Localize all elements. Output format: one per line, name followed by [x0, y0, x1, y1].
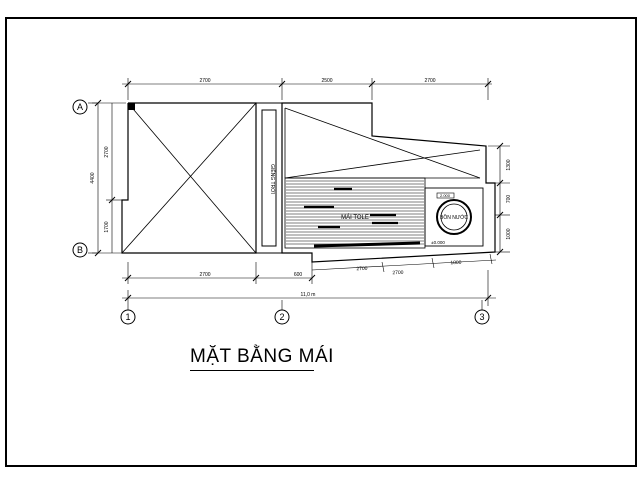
dim-right-3: 1000	[506, 228, 512, 239]
drawing-title: MẶT BẰNG MÁI	[190, 346, 334, 367]
axis-bubble-1: 1	[120, 309, 136, 325]
axis-label-a: A	[77, 102, 83, 112]
skylight-void	[255, 102, 283, 254]
axis-bubble-2: 2	[274, 309, 290, 325]
floor-level-label: ±0.000	[431, 240, 445, 245]
dim-top-3: 2700	[424, 78, 435, 84]
dim-left-2: 1700	[104, 221, 110, 232]
water-tank-label: BỒN NƯỚC	[440, 214, 468, 221]
axis-bubble-b: B	[72, 242, 88, 258]
axis-label-1: 1	[125, 312, 130, 322]
stair-roof-marks	[304, 187, 421, 248]
dim-right-2: 700	[506, 195, 512, 204]
water-tank	[424, 187, 484, 247]
sheet-border	[5, 17, 637, 467]
dim-slope-2: 2700	[392, 270, 404, 277]
dim-top-2: 2500	[321, 78, 332, 84]
dim-slope-3: 1800	[450, 260, 462, 267]
left-roof-block	[121, 102, 257, 254]
dim-bottom-1: 2700	[199, 272, 210, 278]
axis-label-2: 2	[279, 312, 284, 322]
stair-roof-hatch	[286, 180, 424, 245]
axis-bubble-a: A	[72, 99, 88, 115]
axis-label-b: B	[77, 245, 83, 255]
dimension-lines	[92, 78, 510, 306]
dimension-texts: 2700 2500 2700 2700 1700 4400 1300 700 1…	[90, 78, 512, 298]
dim-bottom-2: 600	[294, 272, 303, 278]
dim-bottom-total: 11,0 m	[301, 292, 316, 298]
dim-right-1: 1300	[506, 159, 512, 170]
dimension-ticks	[94, 80, 504, 302]
axis-lines	[88, 102, 483, 310]
dim-slope-1: 2700	[356, 266, 368, 273]
stair-roof-label: MÁI TOLE	[341, 214, 369, 221]
axis-label-3: 3	[479, 312, 484, 322]
dim-left-total: 4400	[90, 172, 96, 183]
drawing-title-underline	[190, 370, 314, 371]
dim-top-1: 2700	[199, 78, 210, 84]
axis-bubble-3: 3	[474, 309, 490, 325]
corner-column	[128, 103, 135, 110]
dim-left-1: 2700	[104, 146, 110, 157]
water-tank-tag: 2.000	[440, 193, 451, 198]
skylight-void-label: GIẾNG TRỜI	[269, 164, 276, 194]
